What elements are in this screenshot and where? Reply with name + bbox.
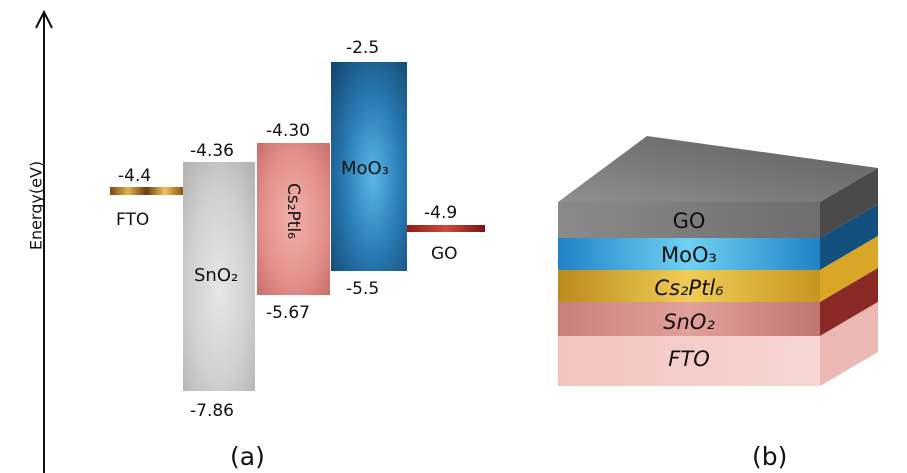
layer-go-label: GO <box>673 209 706 233</box>
sno2-band <box>183 162 255 391</box>
go-level <box>407 225 485 232</box>
cs2ptl6-bottom-label: -5.67 <box>266 303 310 323</box>
stack-top-face <box>558 136 878 202</box>
go-level-label: -4.9 <box>424 203 458 223</box>
go-label: GO <box>431 244 458 264</box>
cs2ptl6-top-label: -4.30 <box>266 121 310 141</box>
sno2-bottom-label: -7.86 <box>190 401 234 421</box>
moo3-top-label: -2.5 <box>346 38 380 58</box>
layer-moo3 <box>558 238 820 270</box>
layer-moo3-label: MoO₃ <box>661 243 717 267</box>
panel-b-label: (b) <box>752 442 788 471</box>
layer-cs2ptl6-label: Cs₂Ptl₆ <box>654 276 723 300</box>
layer-fto-label: FTO <box>668 347 709 371</box>
layer-sno2-label: SnO₂ <box>663 310 715 334</box>
cs2ptl6-band <box>257 143 330 295</box>
moo3-bottom-label: -5.5 <box>346 279 380 299</box>
layer-go <box>558 202 820 238</box>
sno2-label: SnO₂ <box>194 265 239 286</box>
panel-a-label: (a) <box>230 442 265 471</box>
moo3-band <box>331 62 407 271</box>
layer-sno2 <box>558 302 820 336</box>
layer-cs2ptl6 <box>558 270 820 302</box>
fto-label: FTO <box>116 210 150 230</box>
fto-level <box>110 187 183 195</box>
fto-level-label: -4.4 <box>118 166 152 186</box>
layer-fto <box>558 336 820 386</box>
moo3-label: MoO₃ <box>341 158 389 179</box>
sno2-top-label: -4.36 <box>190 141 234 161</box>
